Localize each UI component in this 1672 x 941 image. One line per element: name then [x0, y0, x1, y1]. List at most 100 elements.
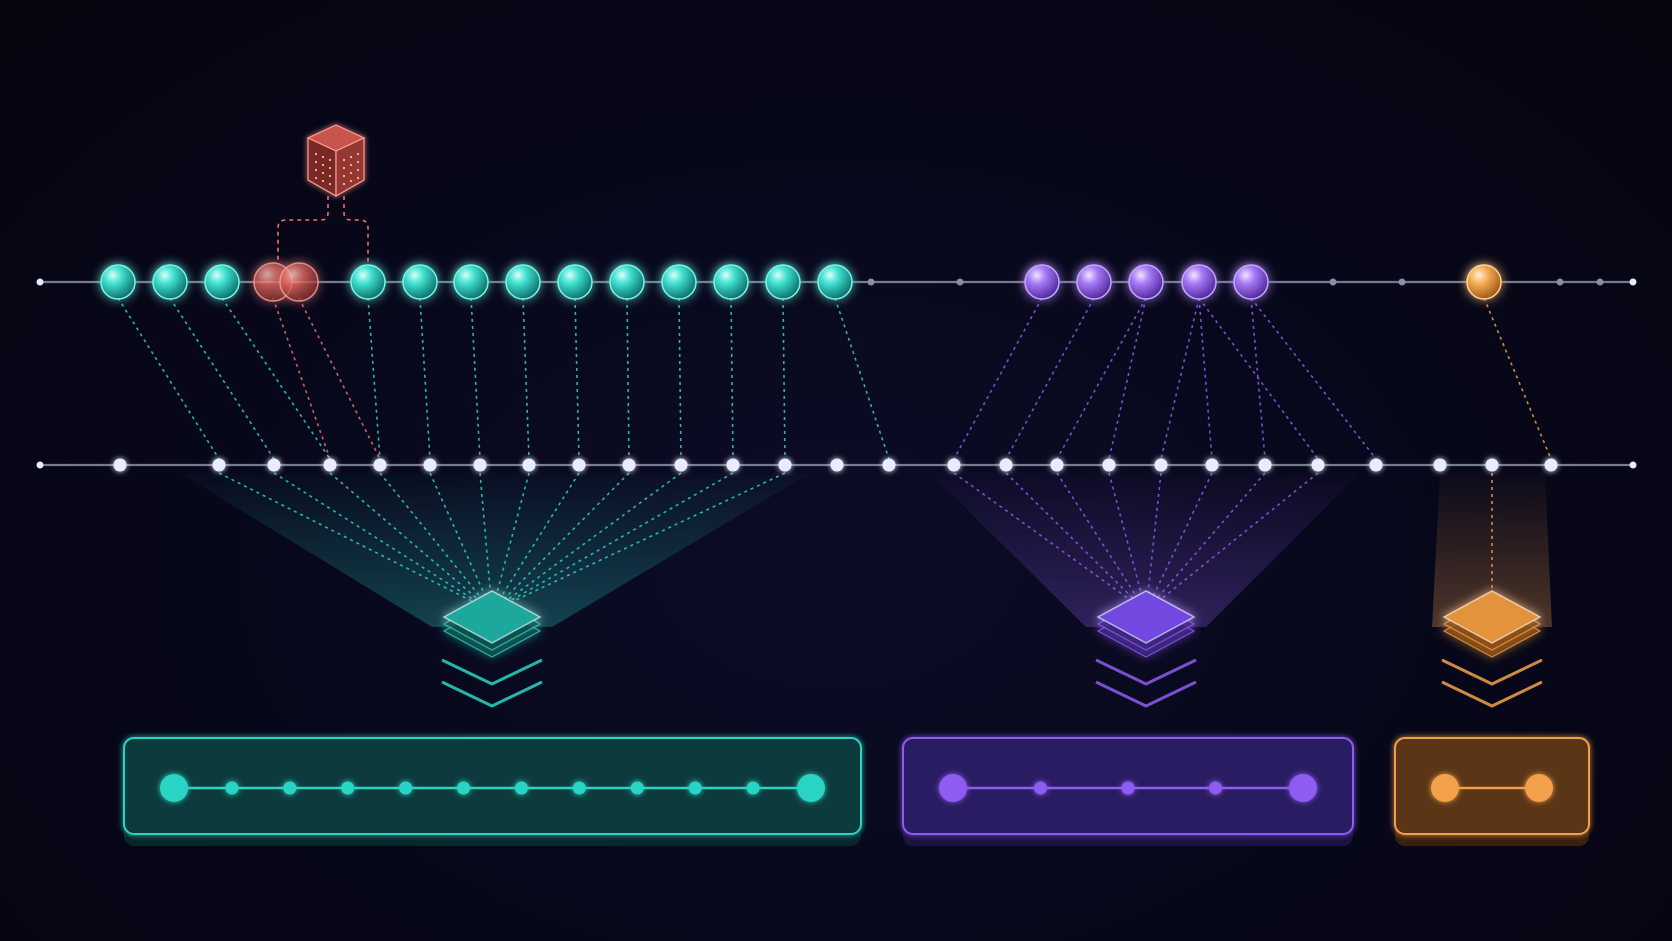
teal-token-body: [402, 264, 438, 300]
purple-token: [1076, 264, 1112, 300]
teal-token: [100, 264, 136, 300]
output-endpoint-node: [1431, 774, 1459, 802]
fan-glow-layer: [180, 473, 1552, 627]
output-endpoint-node: [939, 774, 967, 802]
junction-node: [473, 458, 487, 472]
teal-token-connector: [522, 297, 530, 460]
empty-slot-dot: [1556, 278, 1564, 286]
connector-layer: [117, 297, 1552, 604]
output-endpoint-node: [1289, 774, 1317, 802]
rejected-token: [279, 262, 319, 302]
teal-token-connector: [574, 297, 580, 460]
teal-token-body: [713, 264, 749, 300]
cube-dot: [342, 158, 346, 162]
cube-dot: [342, 174, 346, 178]
junction-node: [373, 458, 387, 472]
purple-token-body: [1024, 264, 1060, 300]
teal-token-body: [609, 264, 645, 300]
source-cube-layer: [277, 124, 369, 262]
purple-token-body: [1233, 264, 1269, 300]
junction-node: [1311, 458, 1325, 472]
teal-token: [350, 264, 386, 300]
purple-packer-connector: [1149, 472, 1213, 604]
junction-node: [1205, 458, 1219, 472]
cube-link-left: [277, 196, 329, 262]
packer-top: [442, 590, 542, 644]
cube-dot: [356, 160, 360, 164]
junction-node: [726, 458, 740, 472]
junction-node: [1433, 458, 1447, 472]
purple-packer-connector: [1005, 472, 1139, 604]
cube-dot: [356, 152, 360, 156]
teal-packer-connector: [329, 472, 483, 604]
junction-node: [882, 458, 896, 472]
teal-token-connector: [221, 297, 331, 460]
teal-token-body: [152, 264, 188, 300]
teal-stacked-tile-icon: [442, 590, 542, 658]
junction-node: [572, 458, 586, 472]
rejected-token-connector: [298, 297, 381, 460]
cube-dot: [314, 152, 318, 156]
teal-token-body: [817, 264, 853, 300]
teal-token: [661, 264, 697, 300]
junction-node: [323, 458, 337, 472]
orange-token-body: [1466, 264, 1502, 300]
teal-packer-connector: [273, 472, 480, 604]
purple-token-connector: [1250, 297, 1377, 460]
cube-dot: [321, 179, 325, 183]
teal-token-body: [765, 264, 801, 300]
rejected-token-body: [279, 262, 319, 302]
empty-slot-dot: [867, 278, 875, 286]
output-node: [514, 781, 528, 795]
output-node: [341, 781, 355, 795]
empty-slot-dot: [1329, 278, 1337, 286]
teal-token-connector: [730, 297, 734, 460]
double-chevron-down-icon: [441, 680, 543, 708]
purple-output-bar: [902, 737, 1354, 846]
teal-packer-connector: [429, 472, 490, 604]
purple-token-body: [1128, 264, 1164, 300]
cube-link-right: [343, 196, 369, 262]
cube-dot: [314, 160, 318, 164]
junction-node: [113, 458, 127, 472]
teal-token-connector: [782, 297, 786, 460]
output-node: [399, 781, 413, 795]
purple-token-body: [1076, 264, 1112, 300]
teal-packer-connector: [509, 472, 786, 604]
cube-dot: [321, 171, 325, 175]
bottom-track-start-cap: [36, 461, 44, 469]
teal-token-body: [350, 264, 386, 300]
teal-packer-connector: [502, 472, 682, 604]
teal-token: [152, 264, 188, 300]
teal-output-bar: [123, 737, 862, 846]
cube-dot: [349, 155, 353, 159]
teal-token: [204, 264, 240, 300]
junction-node: [423, 458, 437, 472]
junction-node: [830, 458, 844, 472]
packer-top: [1442, 590, 1542, 644]
teal-fan-glow: [180, 473, 810, 627]
empty-slot-dot: [1596, 278, 1604, 286]
purple-token-connector: [953, 297, 1043, 460]
purple-stacked-tile-icon: [1096, 590, 1196, 658]
teal-token: [609, 264, 645, 300]
teal-token-body: [557, 264, 593, 300]
teal-token-connector: [367, 297, 381, 460]
cube-dot: [349, 179, 353, 183]
junction-node: [999, 458, 1013, 472]
output-node: [283, 781, 297, 795]
cube-dot: [356, 168, 360, 172]
junction-node: [778, 458, 792, 472]
teal-packer-connector: [493, 472, 530, 604]
teal-token-body: [100, 264, 136, 300]
teal-token-body: [505, 264, 541, 300]
empty-slot-dot: [1398, 278, 1406, 286]
junction-node: [1485, 458, 1499, 472]
cube-dot: [349, 163, 353, 167]
teal-token-connector: [419, 297, 431, 460]
purple-packer-connector: [1108, 472, 1145, 604]
junction-node: [1258, 458, 1272, 472]
output-node: [688, 781, 702, 795]
purple-token-body: [1181, 264, 1217, 300]
